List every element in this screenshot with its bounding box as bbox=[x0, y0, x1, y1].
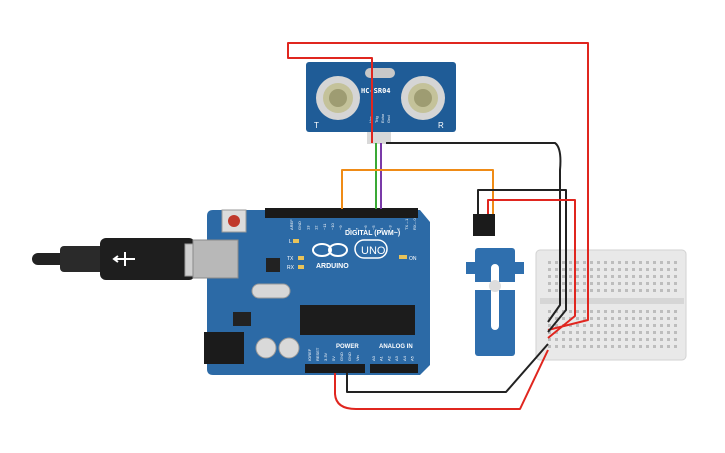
pin-label: Vin bbox=[355, 355, 360, 361]
pin-label: Gnd bbox=[386, 115, 391, 123]
analog-header bbox=[370, 364, 418, 373]
pin-label: Trig bbox=[374, 116, 379, 123]
pin-label: IOREF bbox=[307, 348, 312, 361]
wire-board-gnd-black bbox=[346, 343, 549, 393]
receiver-transducer bbox=[401, 76, 445, 120]
pin-label: GND bbox=[347, 352, 352, 361]
pin-label: ~9 bbox=[338, 225, 343, 230]
wire-servo-vcc-red bbox=[487, 199, 576, 339]
power-header bbox=[305, 364, 365, 373]
pin-label: GND bbox=[297, 221, 302, 230]
pin-label: ~6 bbox=[363, 225, 368, 230]
reset-button[interactable] bbox=[228, 215, 240, 227]
pin-label: A4 bbox=[402, 355, 407, 361]
servo-motor[interactable] bbox=[466, 214, 524, 356]
pin-label: 8 bbox=[346, 227, 351, 230]
led-on bbox=[399, 255, 407, 259]
transmitter-transducer bbox=[316, 76, 360, 120]
sensor-model: HC-SR04 bbox=[361, 87, 391, 95]
led-on-label: ON bbox=[409, 256, 417, 262]
pin-label: 5V bbox=[331, 356, 336, 361]
wire-gnd-black bbox=[386, 142, 562, 323]
pin-label: RESET bbox=[315, 347, 320, 361]
pin-label: A3 bbox=[394, 355, 399, 361]
led-rx bbox=[298, 265, 304, 269]
arduino-brand: ARDUINO bbox=[316, 263, 349, 270]
analog-label: ANALOG IN bbox=[379, 344, 413, 350]
pin-label: 3.3V bbox=[323, 352, 328, 361]
pin-label: 7 bbox=[355, 227, 360, 230]
power-label: POWER bbox=[336, 344, 359, 350]
pin-label: ~11 bbox=[322, 223, 327, 230]
digital-header bbox=[265, 208, 418, 218]
pin-label: A1 bbox=[379, 355, 384, 361]
led-rx-label: RX bbox=[287, 265, 295, 271]
led-tx bbox=[298, 256, 304, 260]
pin-label: 2 bbox=[396, 227, 401, 230]
servo-connector bbox=[473, 214, 495, 236]
wire-servo-gnd-black bbox=[477, 189, 567, 333]
pin-label: A0 bbox=[371, 355, 376, 361]
pin-label: A2 bbox=[386, 355, 391, 361]
usb-cable[interactable] bbox=[32, 238, 216, 280]
pin-label: A5 bbox=[410, 355, 415, 361]
digital-label: DIGITAL (PWM~) bbox=[345, 230, 400, 237]
pin-label: RX←0 bbox=[412, 217, 417, 230]
pin-label: TX→1 bbox=[404, 218, 409, 230]
t-label: T bbox=[314, 121, 319, 130]
led-l bbox=[293, 239, 299, 243]
usb-icon bbox=[112, 252, 135, 266]
pin-label: 12 bbox=[314, 225, 319, 230]
pin-label: ~3 bbox=[387, 225, 392, 230]
atmega-chip bbox=[300, 305, 415, 335]
wire-vcc-red bbox=[287, 42, 589, 331]
pin-label: ~10 bbox=[330, 222, 335, 230]
led-tx-label: TX bbox=[287, 256, 294, 262]
arduino-model: UNO bbox=[361, 245, 386, 257]
pin-label: AREF bbox=[289, 219, 294, 230]
led-l-label: L bbox=[289, 239, 292, 245]
wire-5v-red bbox=[334, 349, 549, 410]
wire-servo-signal-orange bbox=[341, 169, 494, 214]
pin-label: 4 bbox=[379, 227, 384, 230]
mini-breadboard[interactable] bbox=[535, 249, 687, 361]
r-label: R bbox=[438, 121, 444, 130]
arduino-logo-icon bbox=[312, 243, 332, 257]
pin-label: Vcc bbox=[368, 116, 373, 123]
pin-label: GND bbox=[339, 352, 344, 361]
wires[interactable] bbox=[287, 42, 589, 410]
pin-label: ~5 bbox=[371, 225, 376, 230]
pin-label: Echo bbox=[380, 113, 385, 123]
pin-label: 13 bbox=[305, 225, 310, 230]
